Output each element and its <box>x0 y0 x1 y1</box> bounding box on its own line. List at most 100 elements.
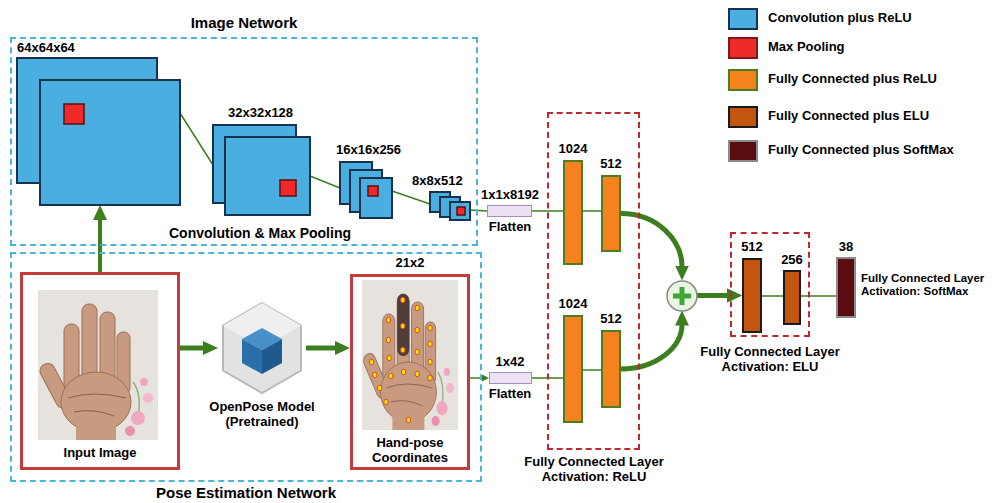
node-caption: Fully Connected Layer Activation: SoftMa… <box>861 272 999 298</box>
node-caption: Hand-pose Coordinates <box>350 436 470 466</box>
connector-line <box>470 210 487 211</box>
connector-line <box>180 346 204 351</box>
openpose-cube-icon-part <box>262 339 282 374</box>
hand-pose-photo-part-part <box>428 325 432 331</box>
legend-swatch <box>728 106 758 128</box>
connector-line <box>310 176 340 188</box>
hand-pose-photo-part-part <box>415 371 419 377</box>
hand-pose-photo-part-part <box>428 341 432 347</box>
openpose-cube-icon-part <box>223 303 301 393</box>
connector <box>392 191 430 204</box>
pooling-squares <box>64 104 465 215</box>
openpose-cube-icon-part <box>242 339 262 374</box>
legend-item: Fully Connected plus ELU <box>728 106 998 128</box>
connector-line <box>583 369 601 371</box>
hand-pose-photo-part-part <box>428 359 432 365</box>
node-label: 1x1x8192 <box>465 188 555 203</box>
connector-line <box>762 295 783 297</box>
node-label: 512 <box>591 157 631 172</box>
hand-pose-photo-part-part <box>415 349 419 355</box>
connector-line <box>697 293 728 298</box>
legend-label: Convolution plus ReLU <box>768 11 912 26</box>
hand-pose-photo-part-part <box>377 385 381 391</box>
hand-pose-photo-part <box>397 294 409 356</box>
connector <box>180 348 204 349</box>
conv-layer: 8x8x512 <box>430 192 470 220</box>
output-layer: 38Fully Connected Layer Activation: Soft… <box>836 257 856 318</box>
node-label: 1024 <box>553 142 593 157</box>
hand-pose-photo-part-part <box>384 399 388 405</box>
connector <box>583 211 601 212</box>
node-label: 1x42 <box>465 355 555 370</box>
input-hand-photo <box>38 290 158 440</box>
node-label: Image Network <box>10 14 478 31</box>
node-label: 16x16x256 <box>336 143 416 158</box>
pooling-squares-part <box>368 186 378 196</box>
dense-layer: 512 <box>601 330 621 408</box>
image-box: Input Image <box>20 272 180 470</box>
sum-node-part <box>667 281 697 311</box>
layer-group: Fully Connected Layer Activation: ELU512… <box>730 232 810 337</box>
hand-pose-photo-part <box>369 297 432 423</box>
legend-swatch <box>728 140 758 162</box>
pooling-squares-part <box>280 180 296 196</box>
node-label: Fully Connected Layer Activation: ELU <box>690 345 850 375</box>
sum-node-part <box>673 287 691 305</box>
hand-pose-photo-part-part <box>373 372 377 378</box>
conv-blocks <box>17 58 470 220</box>
hand-pose-photo-part-part <box>401 323 405 329</box>
hand-pose-photo-part-part <box>387 355 391 361</box>
hand-pose-photo-part-part <box>386 317 390 323</box>
flatten-bar: 1x42Flatten <box>489 372 532 384</box>
model-icon: OpenPose Model (Pretrained) <box>218 302 306 394</box>
hand-pose-photo-part-part <box>389 373 393 379</box>
openpose-cube-icon <box>223 303 301 393</box>
dense-layer: 512 <box>742 258 762 333</box>
conv-blocks-part <box>450 202 470 220</box>
hand-pose-photo-part-part <box>415 305 419 311</box>
legend-label: Fully Connected plus ReLU <box>768 72 937 87</box>
network-region: Pose Estimation NetworkInput ImageOpenPo… <box>10 252 482 482</box>
connector-line <box>392 191 430 204</box>
conv-blocks-part <box>225 137 310 215</box>
connector-line <box>621 214 682 267</box>
conv-blocks-part <box>40 80 180 205</box>
hand-pose-photo <box>362 280 458 430</box>
node-label: 38 <box>826 240 866 255</box>
hand-pose-photo-part-part <box>415 327 419 333</box>
node-caption: Flatten <box>465 220 555 235</box>
legend-swatch <box>728 37 758 59</box>
conv-blocks-part <box>360 178 392 218</box>
hand-pose-photo-part-part <box>369 359 373 365</box>
connector-line <box>583 210 601 212</box>
node-label: Fully Connected Layer Activation: ReLU <box>514 455 674 485</box>
connector <box>762 296 783 297</box>
connector-line <box>180 113 213 165</box>
image-box: 21x2Hand-pose Coordinates <box>350 274 470 470</box>
hand-pose-photo-part-part <box>386 337 390 343</box>
sum-node <box>667 281 697 311</box>
legend-label: Fully Connected plus SoftMax <box>768 143 954 158</box>
node-label: Pose Estimation Network <box>10 484 482 501</box>
node-label: 32x32x128 <box>228 106 328 121</box>
node-label: 512 <box>591 312 631 327</box>
legend-label: Max Pooling <box>768 40 845 55</box>
dense-layer: 512 <box>601 175 621 252</box>
connector <box>801 296 836 297</box>
conv-layer: 64x64x64 <box>17 58 180 205</box>
legend-item: Convolution plus ReLU <box>728 8 998 30</box>
legend-label: Fully Connected plus ELU <box>768 109 929 124</box>
conv-layer: 32x32x128 <box>213 125 310 215</box>
node-label: 64x64x64 <box>17 41 117 56</box>
legend-item: Max Pooling <box>728 37 998 59</box>
hand-pose-photo-part-part <box>401 297 405 303</box>
hand-pose-photo-part-part <box>401 369 405 375</box>
hand-pose-photo-part-part <box>406 417 410 423</box>
hand-pose-photo-part-part <box>401 347 405 353</box>
conv-layer: 16x16x256 <box>340 162 392 218</box>
node-label: 512 <box>732 240 772 255</box>
dense-layer: 1024 <box>563 160 583 265</box>
legend-item: Fully Connected plus SoftMax <box>728 140 998 162</box>
node-label: 256 <box>772 253 812 268</box>
